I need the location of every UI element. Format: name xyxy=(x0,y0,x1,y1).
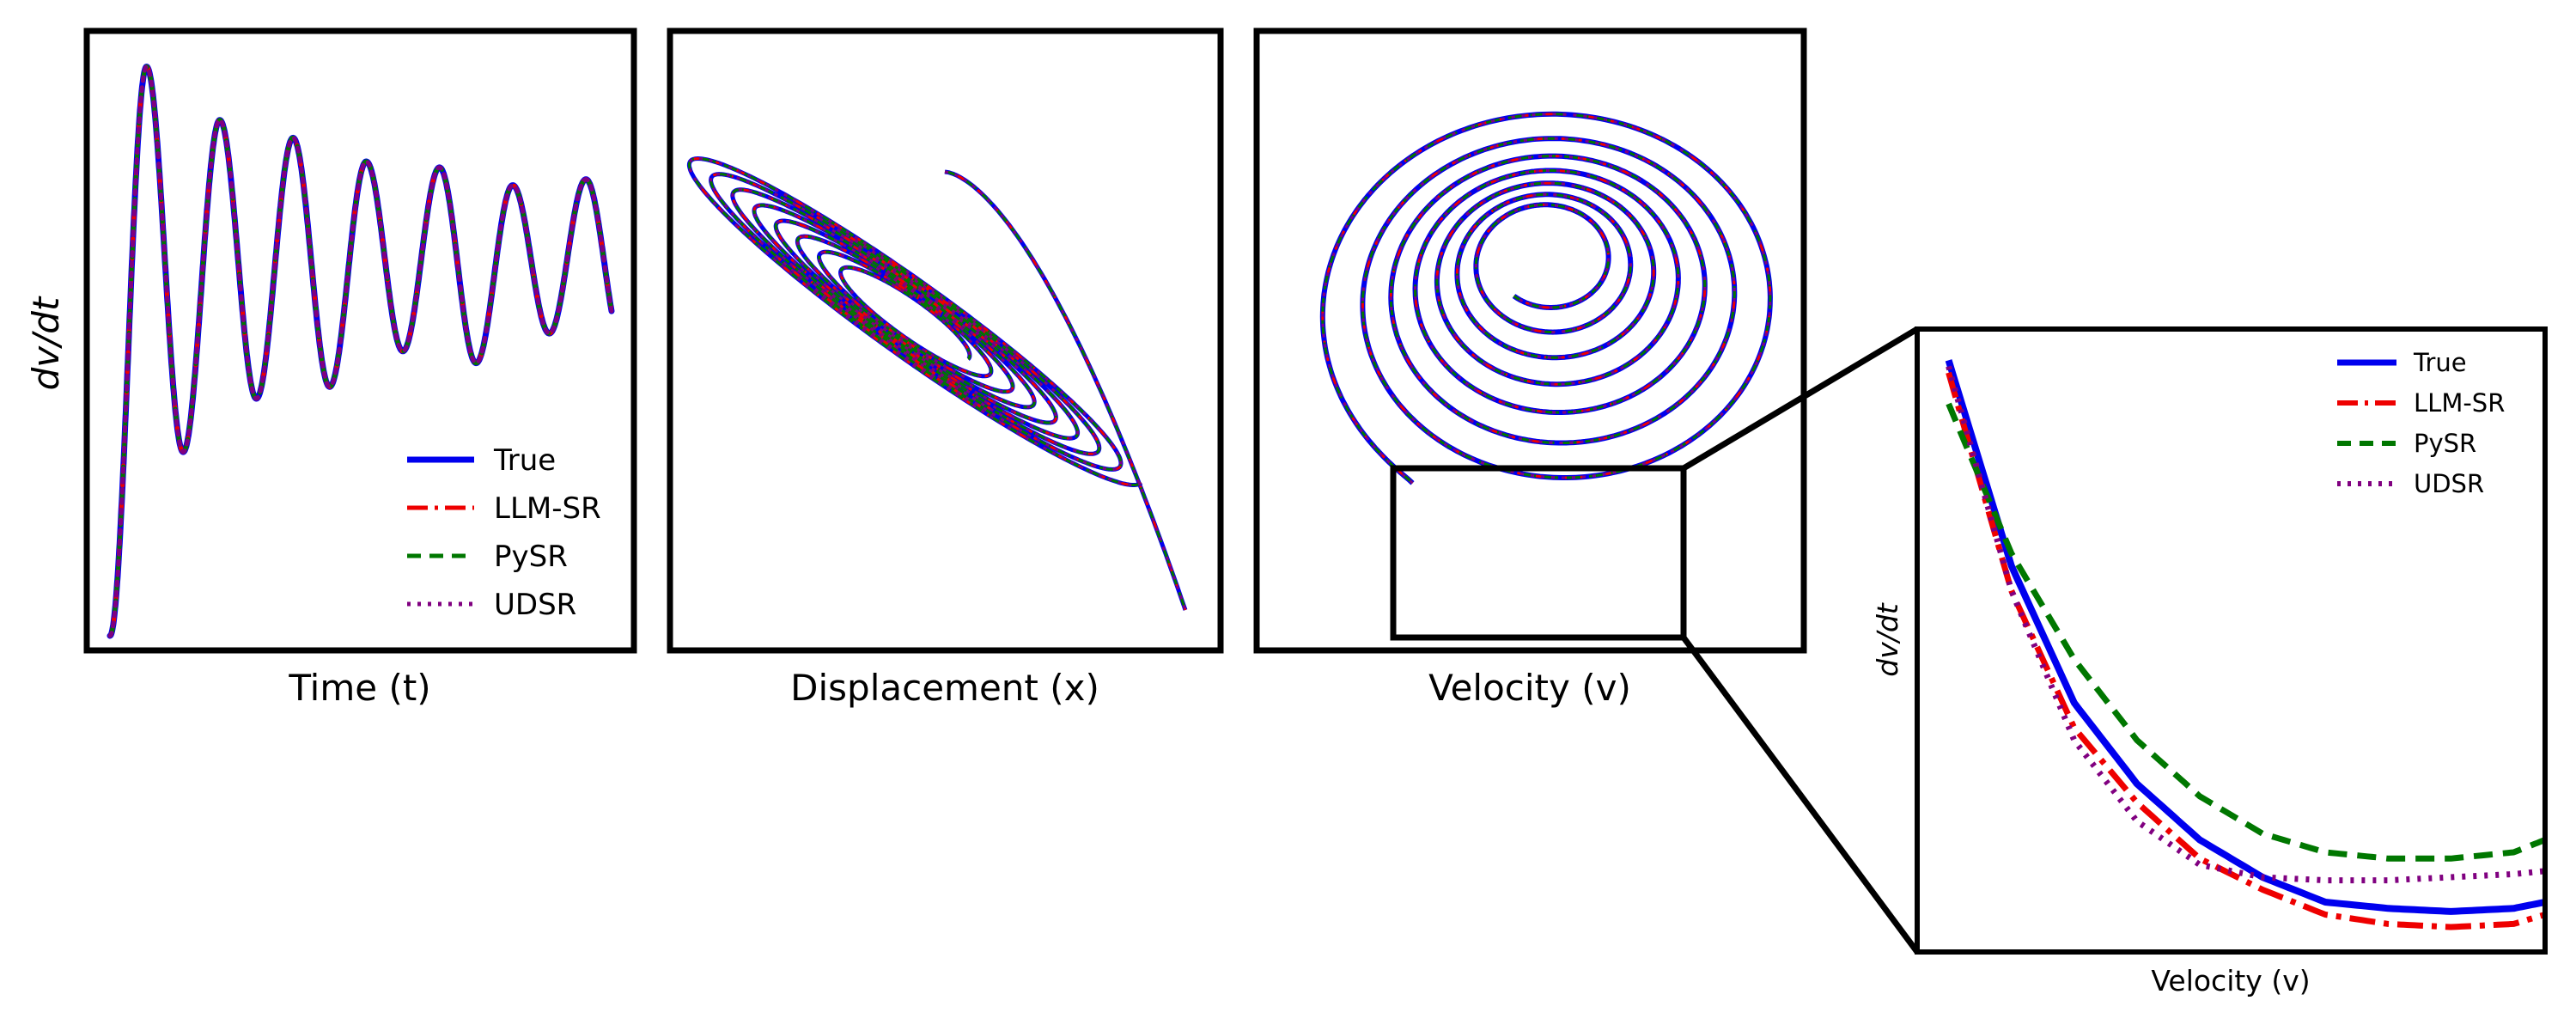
panel-zoom-frame xyxy=(1915,326,2548,955)
panel-zoom-line-pysr xyxy=(1946,402,2547,862)
legend-label-udsr: UDSR xyxy=(494,588,576,622)
legend-label-pysr: PySR xyxy=(494,540,568,574)
panel-zoom-line-llm-sr xyxy=(1946,371,2547,930)
zoom-connector-bottom xyxy=(1681,635,1920,955)
zoom-legend-label-llm-sr: LLM-SR xyxy=(2414,388,2505,418)
panel-displacement-line-udsr xyxy=(687,157,1142,486)
zoom-connector-top xyxy=(1682,326,1919,472)
legend-label-true: True xyxy=(493,443,556,478)
zoom-legend-label-true: True xyxy=(2413,348,2467,377)
panel-zoom-lines xyxy=(1945,359,2547,930)
panel-velocity-lines xyxy=(1319,111,1773,485)
panel-displacement-line-udsr-tail xyxy=(944,170,1187,611)
panel-zoom-xlabel: Velocity (v) xyxy=(2151,964,2310,997)
panel-zoom-line-udsr xyxy=(1946,365,2546,884)
panel-zoom-ylabel: dv/dt xyxy=(1871,602,1904,677)
panel-velocity: Velocity (v) xyxy=(1253,27,1807,709)
panel-time-line-udsr xyxy=(107,64,614,638)
panel-time-ylabel: dv/dt xyxy=(25,296,67,390)
panel-time-xlabel: Time (t) xyxy=(288,667,430,709)
panel-time-lines xyxy=(107,64,615,639)
panel-displacement-xlabel: Displacement (x) xyxy=(790,667,1099,709)
panel-velocity-line-llm-sr xyxy=(1321,113,1772,485)
panel-displacement-frame xyxy=(667,27,1224,654)
zoom-legend-label-udsr: UDSR xyxy=(2414,469,2484,498)
panel-velocity-line-pysr xyxy=(1321,113,1772,485)
zoom-region-box xyxy=(1390,465,1687,641)
legend-label-llm-sr: LLM-SR xyxy=(494,491,601,526)
panel-displacement-lines xyxy=(686,156,1188,611)
panel-velocity-xlabel: Velocity (v) xyxy=(1428,667,1631,709)
panel-displacement: Displacement (x) xyxy=(667,27,1224,709)
zoom-legend-label-pysr: PySR xyxy=(2414,429,2476,458)
panel-time-frame xyxy=(83,27,637,654)
panel-velocity-frame xyxy=(1253,27,1807,654)
